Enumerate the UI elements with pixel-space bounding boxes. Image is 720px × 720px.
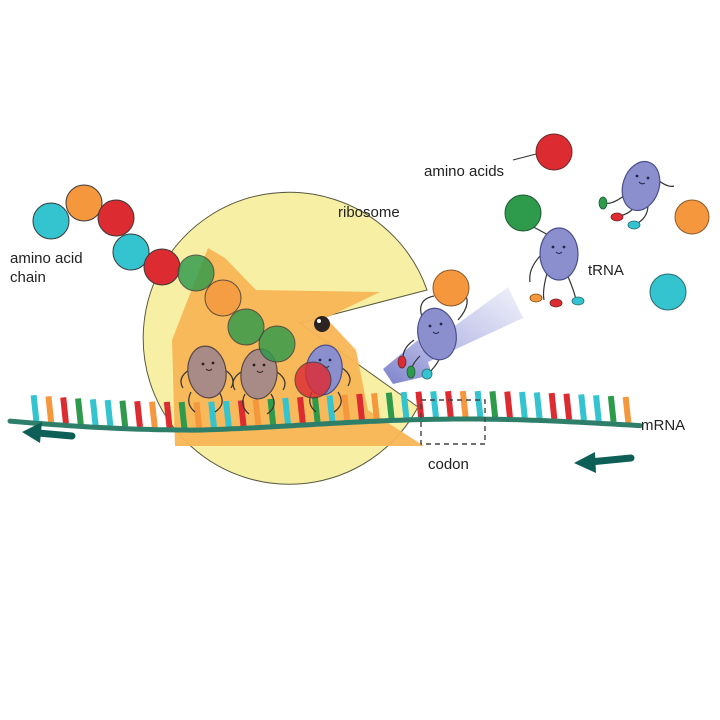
mrna-base [356,393,365,421]
amino-acid-chain [32,184,332,399]
amino-acid-bead [112,233,150,271]
mrna-label: mRNA [641,417,686,434]
mrna-base [430,391,439,418]
amino-acid-chain-label-line1: amino acid [10,250,83,267]
mrna-base [533,392,543,419]
mrna-base [563,393,573,420]
trna-label: tRNA [588,262,624,279]
mrna-base [178,401,188,429]
mrna-base [548,392,558,420]
mrna-base [474,390,484,418]
mrna-base [519,391,528,419]
mrna-base [104,399,114,427]
ribosome-label: ribosome [338,204,400,221]
mrna-base [223,400,232,428]
trna-incoming [397,269,470,380]
mrna-base [400,391,410,419]
mrna-base [311,396,321,423]
trna-bound-1 [180,345,234,413]
mrna-base [297,396,306,424]
mrna-base [193,401,203,429]
free-amino-acid-red [535,133,573,171]
mrna-base [237,400,247,427]
trna-free-1 [504,194,585,308]
trna-free-2 [598,160,675,230]
mrna-backbone [7,416,643,433]
mrna-base [75,398,84,425]
mrna-base [208,401,217,428]
arrow-left-icon [574,452,635,473]
mrna-base [45,396,55,423]
amino-acid-bead [204,279,242,317]
amino-acid-bead [143,248,181,286]
mrna-base [89,398,99,426]
amino-acid-chain-label: amino acid chain [10,249,83,287]
mrna-base [504,391,513,418]
codon-box [420,399,486,445]
free-amino-acid-teal [649,273,687,311]
amino-acid-bead [258,325,296,363]
amino-acid-bead [227,308,265,346]
mrna-base [445,390,454,418]
mrna-base [578,394,587,421]
mrna-base [163,401,173,429]
amino-acid-bead [294,361,332,399]
mrna-base [385,392,395,419]
mrna-base [326,395,336,422]
mrna-base [282,397,291,425]
amino-acid-green [504,194,542,232]
mrna-base [149,401,158,428]
mrna-base [60,397,69,424]
mrna-base [134,400,143,428]
ribosome-eye [314,316,330,332]
trna-bound-2 [232,348,286,415]
free-amino-acid-orange [674,199,710,235]
mrna-strand [7,390,643,433]
amino-acid-bead [177,254,215,292]
mrna-base [607,395,617,423]
amino-acid-bead [97,199,135,237]
amino-acid-orange [432,269,470,307]
mrna-base [489,390,499,418]
amino-acid-bead [32,202,70,240]
mrna-base [371,392,380,420]
amino-acid-chain-label-line2: chain [10,269,46,286]
mrna-base [252,399,262,426]
mrna-base [622,396,632,424]
amino-acid-bead [65,184,103,222]
codon-label: codon [428,456,469,473]
arrow-left-icon [22,422,76,443]
mrna-base [459,390,469,418]
mrna-base [119,400,129,427]
amino-acids-label: amino acids [424,163,505,180]
mrna-base [593,394,602,422]
mrna-base [341,394,351,421]
mrna-base [30,394,40,422]
mrna-base [415,391,425,418]
